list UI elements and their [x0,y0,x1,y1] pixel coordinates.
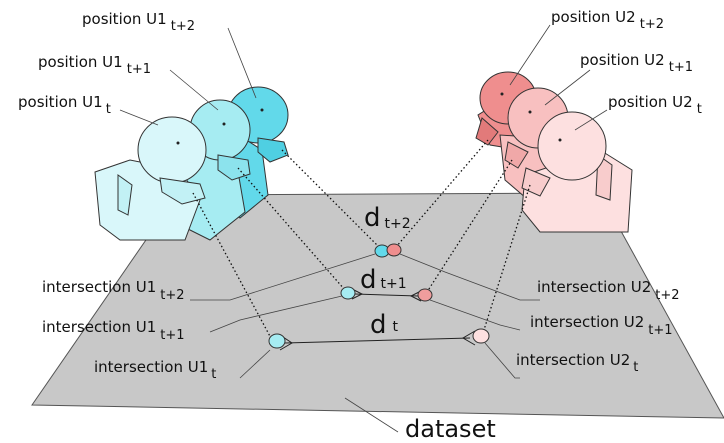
leader-pos-u2-t2 [509,24,551,86]
gaze-ray-u2-t [482,184,531,334]
leader-int-u2-t2 [399,253,540,301]
intersection-marker-u2-t2 [386,243,402,257]
leader-int-u2-t [484,342,520,379]
leader-pos-u2-t1 [544,69,591,106]
head-u1-t [94,116,207,241]
leader-pos-u1-t2 [227,27,257,99]
leader-pos-u1-t1 [169,69,219,111]
label-dataset: dataset [405,415,496,443]
gaze-ray-u1-t1 [237,167,346,291]
leader-pos-u2-t [574,109,608,131]
intersection-marker-u2-t [472,328,490,344]
leader-int-u2-t1 [429,299,521,331]
leader-int-u1-t1 [209,295,343,333]
intersection-marker-u1-t1 [340,286,356,300]
dataset-plane [31,192,724,419]
distance-arrow-t1 [351,288,422,302]
intersection-marker-u2-t1 [417,288,433,302]
head-u2-t [521,111,633,233]
leader-dataset [344,397,399,433]
intersection-marker-u1-t [268,333,286,349]
leader-int-u1-t [239,349,271,379]
leader-pos-u1-t [119,109,159,126]
gaze-ray-u1-t2 [281,149,381,249]
leader-int-u1-t2 [190,253,376,301]
